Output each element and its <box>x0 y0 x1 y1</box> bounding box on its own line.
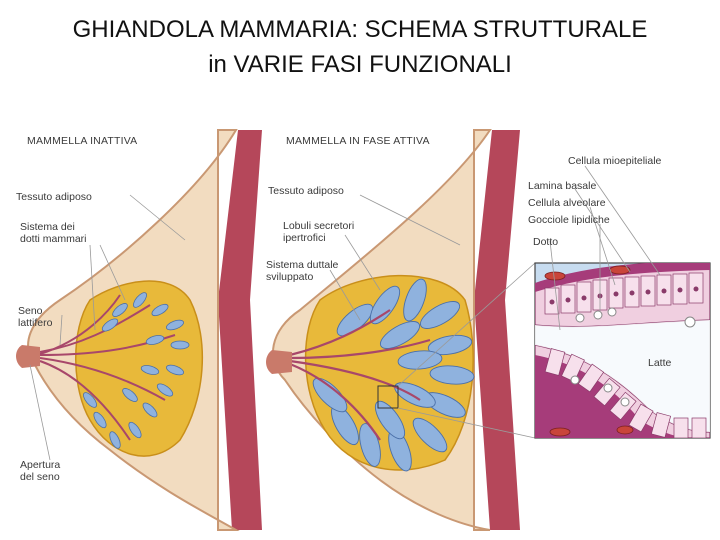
label-sinus-2: lattifero <box>18 317 53 329</box>
label-duct: Dotto <box>533 236 558 248</box>
label-ductal-1: Sistema duttale <box>266 259 339 271</box>
label-sinus-1: Seno <box>18 305 43 317</box>
label-ductal-2: sviluppato <box>266 271 313 283</box>
leaders-detail <box>549 165 661 331</box>
label-basal: Lamina basale <box>528 180 596 192</box>
label-adipose-left: Tessuto adiposo <box>16 191 92 203</box>
label-adipose-right: Tessuto adiposo <box>268 185 344 197</box>
label-opening-2: del seno <box>20 471 60 483</box>
active-breast <box>266 129 536 531</box>
label-opening-1: Apertura <box>20 459 60 471</box>
nipple-left <box>16 345 40 368</box>
label-ducts-2: dotti mammari <box>20 233 87 245</box>
detail-box <box>377 385 399 409</box>
lobules-right <box>312 278 475 472</box>
title-line-1: GHIANDOLA MAMMARIA: SCHEMA STRUTTURALE <box>72 16 648 43</box>
label-alveolar: Cellula alveolare <box>528 197 606 209</box>
ducts-right <box>289 309 431 441</box>
label-lipid: Gocciole lipidiche <box>528 214 610 226</box>
label-lobules-2: ipertrofici <box>283 232 326 244</box>
leaders-right <box>329 194 536 439</box>
title-line-2: in VARIE FASI FUNZIONALI <box>208 51 512 78</box>
label-milk: Latte <box>648 357 672 369</box>
label-myoepithelial: Cellula mioepiteliale <box>568 155 662 167</box>
lobules-left <box>83 292 190 449</box>
inactive-header: MAMMELLA INATTIVA <box>27 135 137 147</box>
leaders-left <box>29 194 186 461</box>
ducts-left <box>39 294 176 441</box>
pectoral-muscle-right <box>474 130 520 530</box>
inactive-breast <box>16 129 262 531</box>
active-header: MAMMELLA IN FASE ATTIVA <box>286 135 430 147</box>
label-ducts-1: Sistema dei <box>20 221 75 233</box>
pectoral-muscle-left <box>218 130 262 530</box>
nipple-right <box>266 350 292 374</box>
alveolus-detail <box>534 165 711 439</box>
label-lobules-1: Lobuli secretori <box>283 220 354 232</box>
